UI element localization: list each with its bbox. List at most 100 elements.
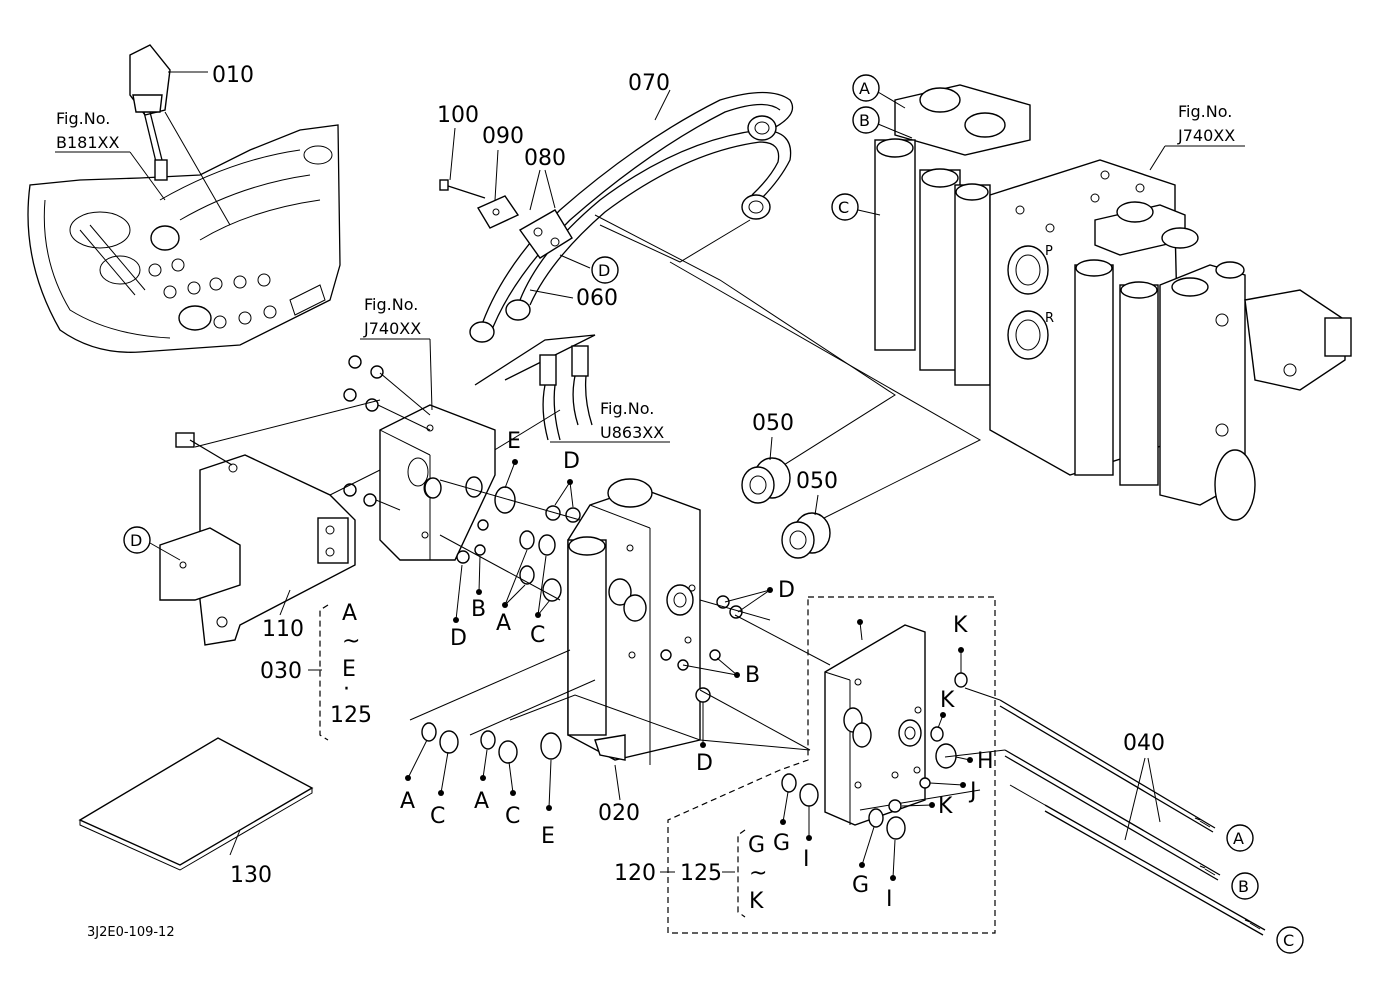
tie-rods-040 bbox=[944, 687, 1266, 936]
fig-ref-j740-right-code: J740XX bbox=[1177, 126, 1235, 145]
kit-030-from: A bbox=[342, 601, 357, 626]
seal-labels-left: E D D B A C D B D bbox=[450, 429, 795, 776]
seal-label-c1: C bbox=[530, 623, 545, 648]
part-number-010: 010 bbox=[212, 63, 254, 88]
seal-label-b2: B bbox=[745, 663, 760, 688]
part-number-110: 110 bbox=[262, 617, 304, 642]
seal-label-e1: E bbox=[507, 429, 521, 454]
circled-c-end: C bbox=[1276, 926, 1304, 954]
fig-ref-j740-right-label: Fig.No. bbox=[1178, 102, 1232, 121]
seal-label-i1: I bbox=[803, 847, 810, 872]
seal-label-e2: E bbox=[541, 824, 555, 849]
seal-label-k3: K bbox=[938, 794, 953, 819]
fig-ref-b181-code: B181XX bbox=[56, 133, 119, 152]
part-number-080: 080 bbox=[524, 146, 566, 171]
seal-label-g1: G bbox=[773, 831, 790, 856]
seal-labels-plate: K K H J K G I G I bbox=[773, 613, 994, 912]
hose-ends bbox=[474, 334, 596, 441]
part-number-020: 020 bbox=[598, 801, 640, 826]
kit-125-to: K bbox=[749, 889, 764, 914]
seal-label-b1: B bbox=[471, 597, 486, 622]
seal-label-j1: J bbox=[968, 779, 977, 804]
circled-a-top: A bbox=[852, 74, 880, 102]
kit-030-tilde: ~ bbox=[342, 629, 360, 654]
manual-130 bbox=[78, 737, 314, 871]
fig-ref-b181-label: Fig.No. bbox=[56, 109, 110, 128]
part-number-090: 090 bbox=[482, 124, 524, 149]
fig-ref-j740-left-code: J740XX bbox=[363, 319, 421, 338]
seal-label-g2: G bbox=[852, 873, 869, 898]
circled-c-top: C bbox=[831, 193, 859, 221]
part-number-125-kit: 125 bbox=[680, 861, 722, 886]
nuts-left bbox=[343, 355, 431, 511]
seals-bottom: A C A C E bbox=[400, 649, 811, 849]
lever-010 bbox=[129, 44, 231, 226]
clamp-080-090 bbox=[439, 179, 573, 259]
seal-label-i2: I bbox=[886, 887, 893, 912]
kit-030-extra: 125 bbox=[330, 703, 372, 728]
svg-text:R: R bbox=[1045, 311, 1054, 326]
seals-plate bbox=[781, 672, 968, 840]
fig-ref-j740-left-label: Fig.No. bbox=[364, 295, 418, 314]
circled-d-tube: D bbox=[591, 256, 619, 284]
part-number-120: 120 bbox=[614, 861, 656, 886]
svg-text:B: B bbox=[859, 111, 870, 130]
circled-b-top: B bbox=[852, 106, 880, 134]
kit-125-tilde: ~ bbox=[749, 861, 767, 886]
svg-text:C: C bbox=[838, 198, 849, 217]
part-number-070: 070 bbox=[628, 71, 670, 96]
seal-label-h1: H bbox=[977, 749, 994, 774]
dashboard-illustration bbox=[27, 124, 341, 353]
part-number-050-lower: 050 bbox=[796, 469, 838, 494]
seal-label-a3: A bbox=[474, 789, 489, 814]
circled-a-end: A bbox=[1226, 824, 1254, 852]
seal-label-a2: A bbox=[400, 789, 415, 814]
seal-label-d2: D bbox=[450, 626, 467, 651]
fig-ref-j740-left: Fig.No. J740XX bbox=[360, 295, 433, 411]
kit-120-125: 120 125 G ~ K bbox=[614, 829, 767, 918]
svg-text:D: D bbox=[598, 261, 610, 280]
fig-ref-u863: Fig.No. U863XX bbox=[550, 399, 670, 443]
kit-125-from: G bbox=[748, 833, 765, 858]
kit-030: 030 A ~ E · 125 bbox=[260, 601, 372, 741]
fitting-050-upper bbox=[741, 457, 791, 504]
control-valve: P R bbox=[874, 84, 1352, 521]
part-number-060: 060 bbox=[576, 286, 618, 311]
seal-label-k2: K bbox=[940, 688, 955, 713]
circled-d-bracket: D bbox=[123, 526, 151, 554]
seal-label-d4: D bbox=[696, 751, 713, 776]
seal-label-d3: D bbox=[778, 578, 795, 603]
svg-text:C: C bbox=[1283, 931, 1294, 950]
seal-label-c3: C bbox=[505, 804, 520, 829]
svg-text:B: B bbox=[1238, 877, 1249, 896]
fitting-050-lower bbox=[781, 512, 831, 559]
valve-020 bbox=[567, 478, 701, 765]
bracket-110 bbox=[159, 399, 381, 646]
fig-ref-j740-right: Fig.No. J740XX bbox=[1149, 102, 1245, 171]
kit-030-to: E bbox=[342, 657, 356, 682]
plate-120-kit bbox=[667, 596, 996, 934]
seal-label-a1: A bbox=[496, 611, 511, 636]
svg-text:P: P bbox=[1045, 244, 1053, 259]
circled-b-end: B bbox=[1231, 872, 1259, 900]
seal-label-c2: C bbox=[430, 804, 445, 829]
fig-ref-u863-label: Fig.No. bbox=[600, 399, 654, 418]
part-number-030: 030 bbox=[260, 659, 302, 684]
seal-label-k1: K bbox=[953, 613, 968, 638]
seal-label-d1: D bbox=[563, 449, 580, 474]
part-number-100: 100 bbox=[437, 103, 479, 128]
kit-030-dot: · bbox=[343, 677, 350, 702]
svg-text:A: A bbox=[859, 79, 870, 98]
part-number-040: 040 bbox=[1123, 731, 1165, 756]
switch-row bbox=[148, 258, 277, 329]
svg-text:D: D bbox=[130, 531, 142, 550]
fig-ref-b181: Fig.No. B181XX bbox=[55, 109, 166, 201]
seals-cluster-left bbox=[424, 476, 771, 703]
part-number-050-upper: 050 bbox=[752, 411, 794, 436]
part-number-130: 130 bbox=[230, 863, 272, 888]
svg-text:A: A bbox=[1233, 829, 1244, 848]
tube-070 bbox=[469, 91, 794, 343]
drawing-code: 3J2E0-109-12 bbox=[87, 925, 175, 940]
fig-ref-u863-code: U863XX bbox=[600, 423, 664, 442]
